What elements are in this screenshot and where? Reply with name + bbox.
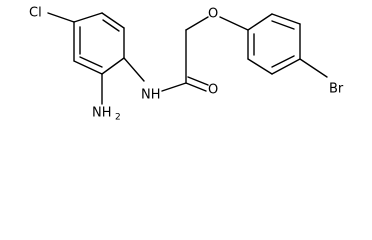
carbonyl-double-bond [185, 82, 207, 92]
ring-bond [73, 12, 103, 23]
ring-double-bond [79, 56, 103, 68]
bromine-bond [299, 58, 328, 78]
methylene-ether-bond [185, 16, 209, 31]
carbonyl-double-bond [187, 76, 209, 86]
bromine-label: Br [329, 82, 344, 97]
amide-nh-label: NH [141, 88, 161, 103]
chlorine-label: Cl [29, 6, 42, 21]
ring-double-bond [271, 20, 295, 30]
amide-n-carbon-bond [161, 82, 187, 92]
ring-bond [247, 13, 273, 31]
aryl-amide-bond [123, 57, 145, 82]
ring-bond [101, 57, 125, 75]
ring-double-bond [102, 19, 120, 32]
chlorine-bond [47, 12, 75, 23]
chloroaniline-ring [73, 12, 125, 75]
ether-aryl-bond [219, 16, 249, 31]
carbonyl-oxygen-label: O [208, 83, 218, 98]
ring-bond [101, 12, 125, 29]
ring-bond [247, 58, 273, 75]
ring-bond [271, 13, 301, 25]
amine-subscript: 2 [115, 113, 121, 123]
amine-label: NH [92, 106, 112, 121]
ring-double-bond [271, 55, 295, 68]
bromophenyl-ring [247, 13, 301, 75]
chemical-structure-diagram: Cl NH 2 NH O O Br [29, 6, 344, 123]
ether-oxygen-label: O [208, 7, 218, 22]
ring-bond [73, 60, 103, 75]
ring-bond [271, 58, 301, 75]
